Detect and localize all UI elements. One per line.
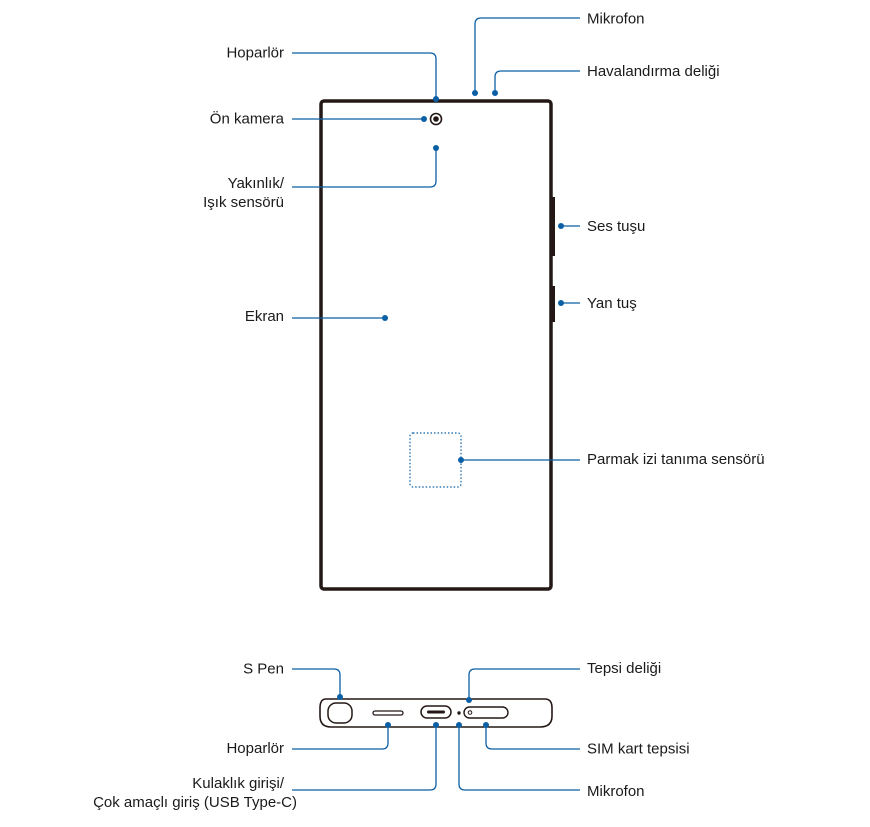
kulaklik-line [292,727,437,791]
front-camera-lens [433,116,439,122]
yakinlik-dot [433,145,439,151]
mikrofon-bottom-label: Mikrofon [587,783,645,800]
parmak-izi-dot [458,457,464,463]
ses-tusu-label: Ses tuşu [587,218,645,235]
kulaklik-label-line2: Çok amaçlı giriş (USB Type-C) [93,794,297,811]
havalandirma-label: Havalandırma deliği [587,63,720,80]
mikrofon-top-line [474,17,580,93]
volume-key-shape [551,197,555,256]
sim-kart-line [485,727,580,750]
on-kamera-label: Ön kamera [210,110,285,128]
yan-tus-dot [558,300,564,306]
s-pen-label: S Pen [243,661,284,678]
ekran-dot [382,315,388,321]
hoparlor-bottom-line [292,727,389,750]
hoparlor-top-line [292,52,437,98]
havalandirma-line [494,70,580,93]
parmak-izi-label: Parmak izi tanıma sensörü [587,451,765,468]
mikrofon-top-dot [472,90,478,96]
s-pen-dot [337,694,343,700]
usb-c-port-inner [427,710,445,714]
kulaklik-dot [433,722,439,728]
tepsi-deligi-dot [466,697,472,703]
yan-tus-label: Yan tuş [587,295,637,312]
tepsi-deligi-label: Tepsi deliği [587,660,661,677]
mikrofon-bottom-line [458,727,580,791]
havalandirma-dot [492,90,498,96]
bottom-speaker-grille [372,710,404,716]
ses-tusu-dot [558,223,564,229]
mikrofon-top-label: Mikrofon [587,11,645,28]
bottom-mic-hole [457,711,461,715]
yakinlik-label-line2: Işık sensörü [203,194,284,211]
sim-tray-hole [467,710,473,715]
hoparlor-top-label: Hoparlör [226,45,284,62]
ekran-label: Ekran [245,308,284,325]
sim-tray-shape [463,706,509,719]
hoparlor-bottom-label: Hoparlör [226,740,284,757]
hoparlor-bottom-dot [385,722,391,728]
kulaklik-label-line1: Kulaklık girişi/ [192,775,285,792]
hoparlor-top-dot [433,96,439,102]
sim-kart-dot [483,722,489,728]
side-key-shape [551,286,555,322]
s-pen-line [292,668,341,697]
sim-kart-label: SIM kart tepsisi [587,741,690,758]
s-pen-slot-icon [327,702,353,724]
on-kamera-dot [421,116,427,122]
mikrofon-bottom-dot [456,722,462,728]
tepsi-deligi-line [468,668,580,700]
yakinlik-line [292,148,437,188]
yakinlik-label-line1: Yakınlık/ [228,175,285,192]
